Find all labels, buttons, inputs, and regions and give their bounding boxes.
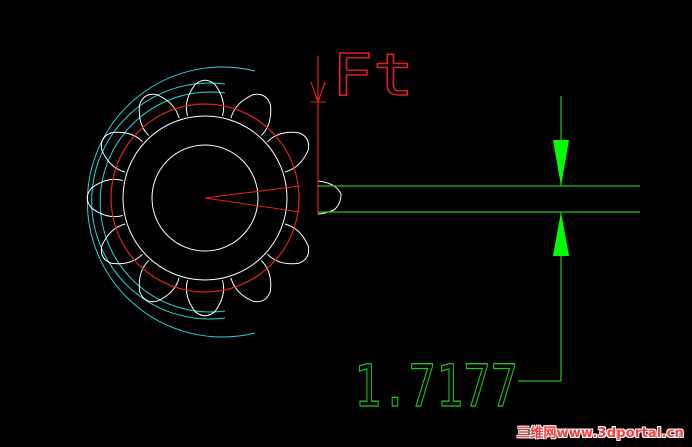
- dimension-arrowhead-lower: [553, 212, 569, 256]
- gear-tooth: [267, 131, 310, 173]
- gear-tooth: [100, 223, 143, 265]
- gear-tooth: [185, 79, 225, 116]
- bore-circle: [151, 144, 259, 252]
- force-label: Ft: [332, 41, 414, 109]
- gear-tooth: [230, 260, 272, 303]
- gear-tooth: [267, 223, 310, 265]
- gear-teeth: [86, 79, 310, 317]
- force-line-lower: [204, 197, 301, 213]
- force-line-upper: [204, 185, 301, 199]
- gear-tooth: [100, 131, 143, 173]
- dimension-arrowhead-upper: [553, 140, 569, 186]
- dimension-group: 1.7177: [318, 96, 640, 421]
- pitch-circle: [110, 103, 300, 293]
- gear-drawing: [86, 66, 342, 338]
- addendum-circle-inner: [91, 82, 226, 320]
- root-circle: [122, 115, 288, 281]
- force-arrow-group: Ft: [310, 40, 415, 214]
- gear-tooth: [138, 93, 180, 136]
- gear-tooth: [230, 93, 272, 136]
- gear-tooth: [86, 178, 123, 218]
- gear-tooth: [138, 260, 180, 303]
- addendum-circle-inner-2: [99, 91, 226, 313]
- gear-tooth: [185, 280, 225, 317]
- contact-tooth: [317, 180, 342, 215]
- watermark-text: 三维网www.3dportal.cn: [516, 426, 684, 441]
- dimension-value: 1.7177: [354, 352, 518, 420]
